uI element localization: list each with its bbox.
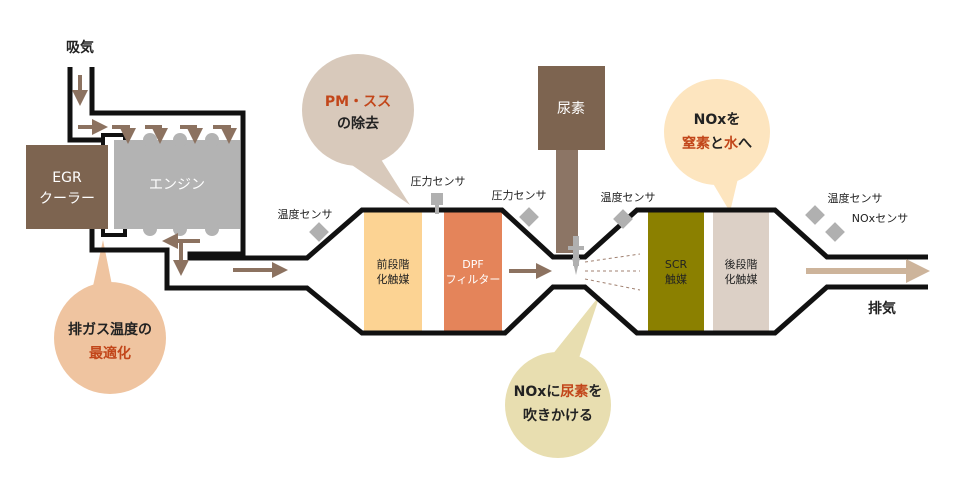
nox-bubble-and: と bbox=[710, 136, 724, 152]
post-catalyst bbox=[713, 212, 769, 332]
urea-spray bbox=[584, 253, 641, 291]
nox-bubble-line1: NOxを bbox=[694, 112, 741, 128]
bubble-egr-temp: 排ガス温度の 最適化 bbox=[54, 240, 166, 394]
scr-catalyst bbox=[648, 212, 704, 332]
urea-nozzle bbox=[568, 236, 584, 275]
temp-sensor-2-label: 温度センサ bbox=[601, 190, 656, 204]
egr-bubble-line2: 最適化 bbox=[89, 345, 131, 362]
egr-cooler bbox=[26, 145, 108, 229]
pressure-sensor-2-label: 圧力センサ bbox=[492, 189, 547, 202]
dpf-label-2: フィルター bbox=[446, 273, 501, 286]
pm-bubble-line2: の除去 bbox=[337, 115, 379, 132]
temp-sensor-1-label: 温度センサ bbox=[278, 207, 333, 221]
egr-cooler-label-2: クーラー bbox=[39, 191, 95, 207]
pre-catalyst-label-2: 化触媒 bbox=[377, 272, 410, 286]
nox-bubble-water: 水 bbox=[724, 135, 739, 152]
scr-label-2: 触媒 bbox=[665, 272, 687, 286]
nox-sensor-label: NOxセンサ bbox=[852, 212, 908, 225]
pm-bubble-line1: PM・スス bbox=[325, 94, 391, 110]
post-catalyst-label-1: 後段階 bbox=[725, 257, 758, 271]
scr-label-1: SCR bbox=[665, 258, 688, 271]
egr-bubble-line1: 排ガス温度の bbox=[68, 321, 152, 338]
dpf-label-1: DPF bbox=[462, 258, 483, 271]
intake-pipe-left bbox=[67, 67, 103, 143]
flow-arrows bbox=[72, 75, 552, 279]
engine: エンジン bbox=[114, 133, 240, 236]
post-catalyst-label-2: 化触媒 bbox=[725, 272, 758, 286]
egr-cooler-label-1: EGR bbox=[52, 170, 82, 186]
exhaust-pipe-bottom bbox=[89, 228, 928, 336]
urea-bubble-nox: NOxに bbox=[514, 384, 561, 400]
svg-text:NOxに尿素を: NOxに尿素を bbox=[514, 383, 603, 400]
dpf-filter bbox=[444, 212, 502, 332]
bubble-urea-spray: NOxに尿素を 吹きかける bbox=[505, 295, 611, 458]
urea-bubble-wo: を bbox=[588, 384, 602, 400]
engine-label: エンジン bbox=[149, 177, 205, 193]
urea-bubble-line2: 吹きかける bbox=[523, 407, 593, 424]
temp-sensor-3-label: 温度センサ bbox=[828, 191, 883, 205]
urea-tank bbox=[538, 66, 605, 150]
urea-label: 尿素 bbox=[557, 101, 585, 117]
urea-pipe bbox=[556, 150, 578, 253]
intake-label: 吸気 bbox=[66, 39, 94, 56]
pre-catalyst-label-1: 前段階 bbox=[377, 257, 410, 271]
urea-bubble-urea: 尿素 bbox=[560, 383, 588, 400]
exhaust-pipe-top bbox=[89, 67, 928, 261]
bubble-nox-conversion: NOxを 窒素と水へ bbox=[664, 79, 770, 212]
pressure-sensor-1-label: 圧力センサ bbox=[411, 175, 466, 188]
nox-bubble-to: へ bbox=[738, 136, 752, 152]
exhaust-label: 排気 bbox=[868, 300, 896, 317]
svg-text:窒素と水へ: 窒素と水へ bbox=[682, 135, 752, 152]
nox-bubble-nitrogen: 窒素 bbox=[682, 135, 710, 152]
bubble-pm-removal: PM・スス の除去 bbox=[302, 54, 414, 205]
pre-catalyst bbox=[364, 212, 422, 332]
